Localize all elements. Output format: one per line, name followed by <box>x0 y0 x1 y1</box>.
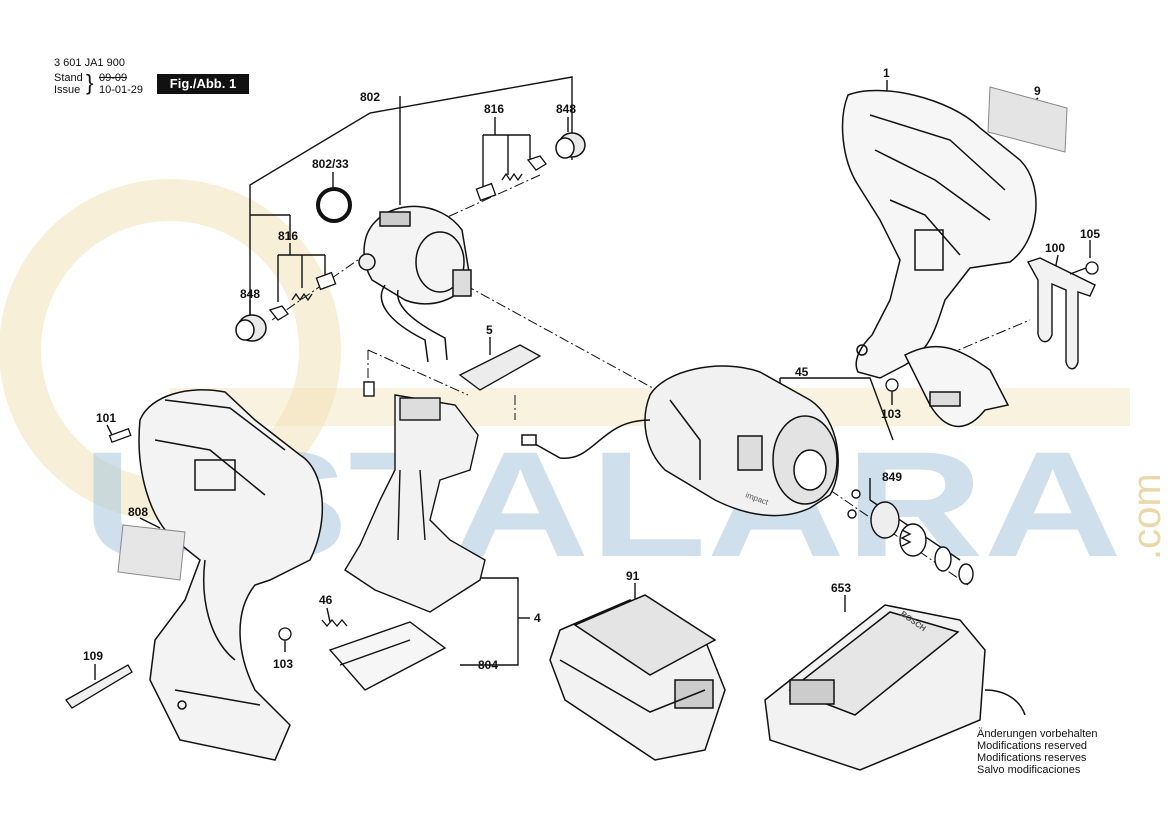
part-848-bearing-lower <box>235 314 267 342</box>
callout-802-33: 802/33 <box>312 157 349 171</box>
callout-848-lower: 848 <box>240 287 260 301</box>
callout-46: 46 <box>319 593 333 607</box>
part-5-cover <box>458 344 542 391</box>
old-date: 09-09 <box>99 72 128 84</box>
callout-91: 91 <box>626 569 640 583</box>
part-number: 3 601 JA1 900 <box>54 57 125 69</box>
part-849-set <box>847 489 974 585</box>
part-45-impact-unit <box>521 365 839 517</box>
callout-653: 653 <box>831 581 851 595</box>
part-101-screw <box>108 427 132 444</box>
part-802-motor <box>358 205 472 363</box>
brace-glyph: } <box>86 70 94 95</box>
part-109-bit <box>65 664 133 709</box>
callout-804: 804 <box>478 658 498 672</box>
part-9-label <box>987 86 1068 153</box>
part-103-screw-right <box>885 378 899 392</box>
callout-105: 105 <box>1080 227 1100 241</box>
callout-9: 9 <box>1034 84 1041 98</box>
callout-109: 109 <box>83 649 103 663</box>
callout-103-left: 103 <box>273 657 293 671</box>
stand-label: Stand <box>54 72 83 84</box>
callout-816-upper: 816 <box>484 102 504 116</box>
part-91-battery <box>549 594 726 761</box>
part-105-screw <box>1069 261 1099 275</box>
new-date: 10-01-29 <box>99 84 144 96</box>
note-en: Modifications reserved <box>977 740 1088 752</box>
figure-label: Fig./Abb. 1 <box>157 74 249 94</box>
callout-1: 1 <box>883 66 890 80</box>
part-653-charger <box>764 604 1026 771</box>
part-4-switch <box>344 381 486 613</box>
note-de: Änderungen vorbehalten <box>977 728 1098 740</box>
callout-103-right: 103 <box>881 407 901 421</box>
callout-5: 5 <box>486 323 493 337</box>
note-fr: Modifications reserves <box>977 752 1087 764</box>
callout-816-lower: 816 <box>278 229 298 243</box>
issue-label: Issue <box>54 84 81 96</box>
part-804-contact-plate <box>328 621 447 691</box>
part-100-belt-clip <box>1026 257 1096 370</box>
callout-848-upper: 848 <box>556 102 576 116</box>
callout-45: 45 <box>795 365 809 379</box>
callout-849: 849 <box>882 470 902 484</box>
modification-notes: Änderungen vorbehalten Modifications res… <box>977 728 1097 776</box>
part-816-brushes-upper <box>475 155 547 202</box>
part-802-33-ring <box>316 187 352 223</box>
left-housing-shell <box>138 389 324 761</box>
part-46-spring <box>321 618 348 628</box>
part-848-bearing-upper <box>555 132 586 159</box>
watermark-suffix: .com <box>1125 473 1168 560</box>
part-808-label <box>117 524 186 581</box>
part-103-screw-left <box>278 627 292 641</box>
callout-802: 802 <box>360 90 380 104</box>
part-1-housing <box>841 89 1037 427</box>
callout-808: 808 <box>128 505 148 519</box>
note-es: Salvo modificaciones <box>977 764 1081 776</box>
callout-4: 4 <box>534 611 541 625</box>
callout-100: 100 <box>1045 241 1065 255</box>
part-816-brushes-lower <box>268 271 337 321</box>
callout-101: 101 <box>96 411 116 425</box>
callout-labels: 1 9 105 100 103 45 849 802 816 848 802/3… <box>83 66 1100 672</box>
